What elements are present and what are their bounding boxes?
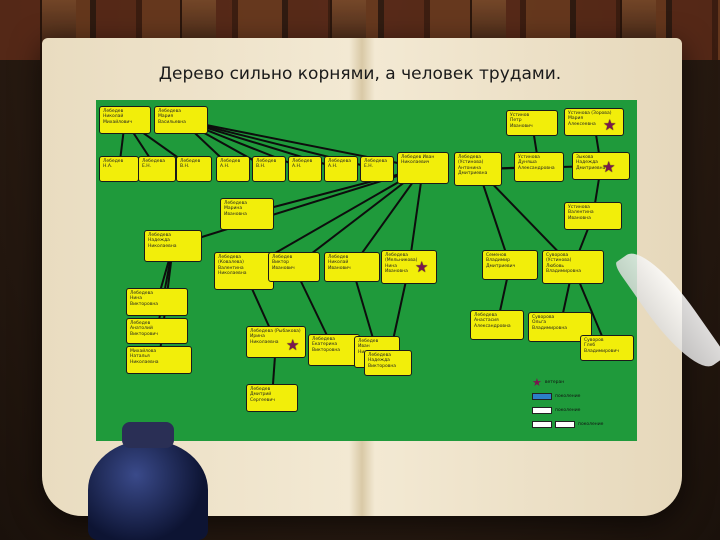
veteran-star-icon: ★ — [415, 258, 429, 276]
person-box: Лебедева Анастасия Александровна — [470, 310, 524, 340]
person-box: Лебедев Иван Николаевич — [397, 152, 449, 184]
legend-label: поколение — [555, 407, 581, 413]
legend-swatch — [532, 406, 552, 414]
person-box: Суворова (Устинова) Любовь Владимировна — [542, 250, 604, 284]
person-box: Лебедева Е.Н. — [360, 156, 394, 182]
person-box: Лебедева Надежда Николаевна — [144, 230, 202, 262]
person-box: Лебедева Нина Викторовна — [126, 288, 188, 316]
person-box: Лебедева Екатерина Викторовна — [308, 334, 360, 366]
legend-swatch — [532, 420, 552, 428]
person-box: Семенов Владимир Дмитриевич — [482, 250, 538, 280]
person-box: Суворов Глеб Владимирович — [580, 335, 634, 361]
legend-item: ★ветеран — [532, 375, 565, 389]
person-box: Устинова Дуняша Александровна — [514, 152, 564, 182]
person-box: Устинов Петр Иванович — [506, 110, 558, 136]
legend-star-icon: ★ — [532, 375, 542, 389]
connector-line — [351, 167, 424, 268]
person-box: Лебедев Николай Иванович — [324, 252, 380, 282]
legend-label: поколение — [578, 421, 604, 427]
connector-line — [293, 167, 424, 268]
person-box: Лебедева (Устинова) Антонина Дмитриевна — [454, 152, 502, 186]
person-box: Лебедев Анатолий Викторович — [126, 318, 188, 344]
person-box: Лебедева А.Н. — [324, 156, 358, 182]
legend-item: поколение — [532, 420, 603, 428]
legend-label: ветеран — [544, 379, 565, 385]
person-box: Устинова Валентина Ивановна — [564, 202, 622, 230]
person-box: Устинова (Зорова) Мария Алексеевна — [564, 108, 624, 136]
person-box: Лебедева Мария Васильевна — [154, 106, 208, 134]
person-box: Михайлова Наталья Николаевна — [126, 346, 192, 374]
person-box: Лебедев В.Н. — [176, 156, 212, 182]
legend-swatch — [555, 420, 575, 428]
person-box: Лебедева (Рыбакова) Ирина Николаевна — [246, 326, 306, 358]
veteran-star-icon: ★ — [603, 116, 617, 134]
person-box: Лебедева (Мельникова) Нина Ивановна — [381, 250, 437, 284]
person-box: Лебедева Марина Ивановна — [220, 198, 274, 230]
legend-item: поколение — [532, 406, 580, 414]
person-box: Лебедева Надежда Викторовна — [364, 350, 412, 376]
person-box: Зыкова Надежда Дмитриевна — [572, 152, 630, 180]
person-box: Лебедев А.Н. — [216, 156, 250, 182]
person-box: Лебедев Дмитрий Сергеевич — [246, 384, 298, 412]
slide-title: Дерево сильно корнями, а человек трудами… — [158, 64, 562, 84]
inkwell — [88, 422, 208, 540]
person-box: Лебедев Виктор Иванович — [268, 252, 320, 282]
person-box: Лебедев В.Н. — [252, 156, 286, 182]
person-box: Лебедева Е.Н. — [138, 156, 176, 182]
veteran-star-icon: ★ — [286, 336, 300, 354]
legend-item: поколение — [532, 392, 580, 400]
legend-swatch — [532, 392, 552, 400]
inkwell-neck — [122, 422, 174, 448]
legend-label: поколение — [555, 393, 581, 399]
person-box: Лебедев Николай Михайлович — [99, 106, 151, 134]
person-box: Лебедев А.Н. — [288, 156, 322, 182]
person-box: Лебедева (Ковалева) Валентина Николаевна — [214, 252, 274, 290]
person-box: Лебедев Н.А. — [99, 156, 139, 182]
veteran-star-icon: ★ — [602, 158, 616, 176]
